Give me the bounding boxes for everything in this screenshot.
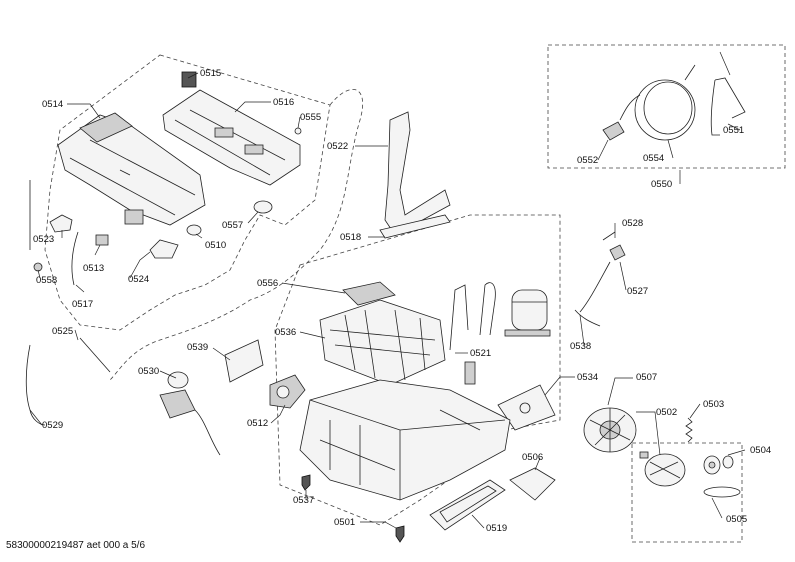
motor-drawing [639,451,686,487]
part-label-0503: 0503 [703,399,724,410]
part-label-0504: 0504 [750,445,771,456]
document-id: 58300000219487 aet 000 a 5/6 [6,540,146,551]
clip-drawing [181,71,197,88]
valve-drawing [95,234,109,246]
condenser-drawing [319,281,446,386]
part-label-0513: 0513 [83,263,104,274]
part-label-0522: 0522 [327,141,348,152]
part-label-0556: 0556 [257,278,278,289]
part-label-0534: 0534 [577,372,598,383]
part-label-0518: 0518 [340,232,361,243]
part-label-0530: 0530 [138,366,159,377]
part-label-0524: 0524 [128,274,149,285]
screw-drawing [301,474,311,491]
part-labels: 0514 0515 0516 0555 0522 0557 0510 0523 … [33,68,771,534]
part-label-0525: 0525 [52,326,73,337]
bracket-drawing [49,214,73,233]
seal-pad-drawing [149,239,179,259]
part-label-0501: 0501 [334,517,355,528]
outline-water-container-group [44,54,331,331]
part-label-0527: 0527 [627,286,648,297]
small-screw-drawing [294,127,302,135]
part-label-0523: 0523 [33,234,54,245]
spring-drawing [685,417,693,443]
fan-wheel-drawing [583,407,637,453]
part-label-0502: 0502 [656,407,677,418]
part-label-0512: 0512 [247,418,268,429]
part-label-0519: 0519 [486,523,507,534]
outline-hose-kit-box [547,44,786,169]
part-label-0557: 0557 [222,220,243,231]
part-label-0514: 0514 [42,99,63,110]
part-label-0515b-0551: 0551 [723,125,744,136]
compressor-drawing [504,289,551,337]
part-label-0529: 0529 [42,420,63,431]
seal-strip-drawing [379,214,451,239]
ring-seal-drawing [253,200,273,214]
part-label-0528: 0528 [622,218,643,229]
part-label-0516: 0516 [273,97,294,108]
part-label-0555: 0555 [300,112,321,123]
duct-drawing [384,111,451,236]
part-label-0554: 0554 [643,153,664,164]
part-label-0521: 0521 [470,348,491,359]
nut-drawing [33,262,43,272]
part-label-0538: 0538 [570,341,591,352]
water-container-drawing [57,112,206,226]
cover-drawing [162,89,301,186]
long-hose-drawing [79,337,111,373]
part-label-0537: 0537 [293,495,314,506]
pump-motor-drawing [269,374,306,409]
pipework-drawing [449,282,496,385]
part-label-0558: 0558 [36,275,57,286]
cable-drawing [25,344,46,426]
part-label-0550: 0550 [651,179,672,190]
mounting-plate-hole [519,402,531,414]
screw-drawing-2 [395,525,405,543]
part-label-0517: 0517 [72,299,93,310]
hose-connector-drawing [602,121,625,141]
part-label-0552: 0552 [577,155,598,166]
outline-hose-path [109,89,364,381]
pump-drawing [159,371,221,456]
part-label-0506: 0506 [522,452,543,463]
part-label-0539: 0539 [187,342,208,353]
seal-frame-drawing [429,479,506,531]
part-label-0507: 0507 [636,372,657,383]
leader-lines [29,51,746,529]
hose-coil-drawing [619,64,696,141]
part-label-0515: 0515 [200,68,221,79]
belt-drawing [703,486,741,498]
pulley-drawing [703,455,734,475]
panel-drawing [224,339,264,383]
base-frame-drawing [299,379,511,501]
sensor-drawing [579,231,626,313]
part-label-0510: 0510 [205,240,226,251]
part-label-0505: 0505 [726,514,747,525]
hose-drawing [71,231,79,286]
parts [25,64,746,543]
hose-hook-drawing [710,77,746,136]
part-label-0536: 0536 [275,327,296,338]
sensor-cable-drawing [574,309,601,327]
ring-drawing [186,224,202,236]
fan-cover-drawing [509,467,556,501]
